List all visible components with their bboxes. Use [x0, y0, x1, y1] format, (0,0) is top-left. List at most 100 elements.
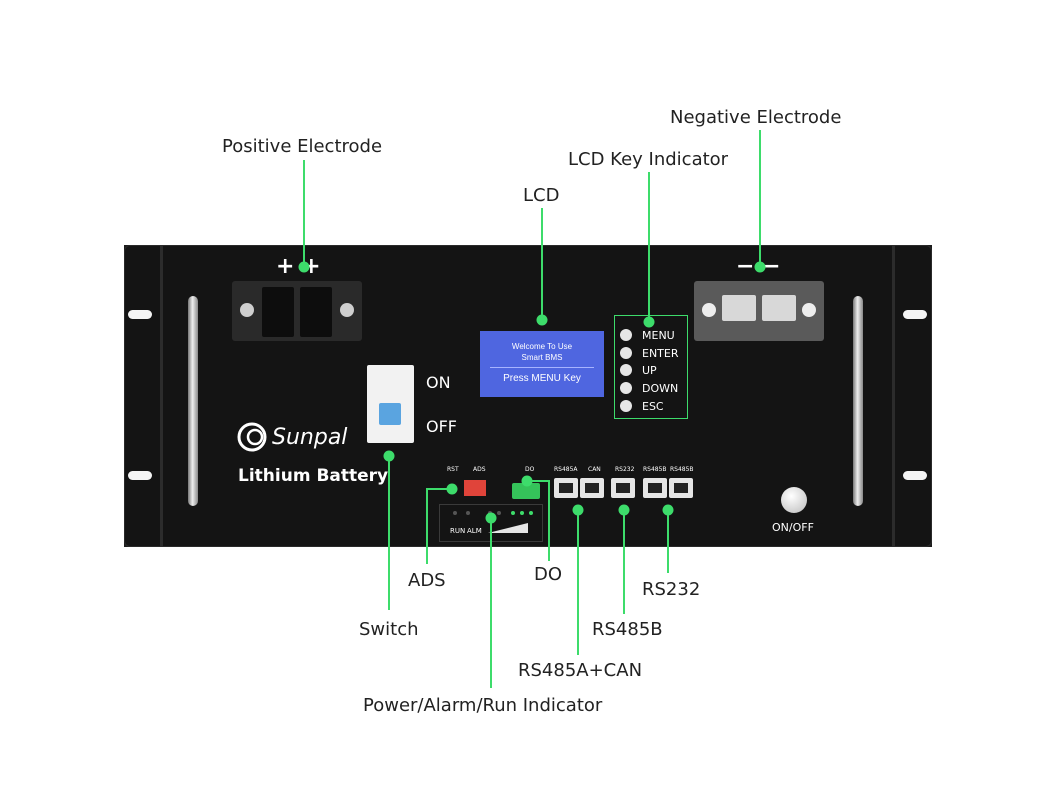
key-down-label: DOWN	[642, 381, 679, 395]
positive-terminal-post-1	[262, 287, 294, 337]
can-label: CAN	[588, 466, 601, 473]
mount-slot-left-bottom	[128, 471, 152, 480]
product-name: Lithium Battery	[238, 466, 389, 486]
right-ear-divider	[892, 245, 895, 547]
leader-ads-h	[426, 488, 452, 490]
mount-slot-left-top	[128, 310, 152, 319]
label-do: DO	[534, 564, 563, 585]
negative-bolt-left	[702, 303, 716, 317]
marker-rs485a-can	[572, 504, 584, 516]
leader-positive	[303, 160, 305, 267]
leader-rs232	[667, 510, 669, 573]
lcd-line-1: Welcome To Use	[511, 342, 573, 351]
marker-negative	[754, 261, 766, 273]
lcd-divider	[490, 367, 594, 368]
key-enter[interactable]: ENTER	[620, 345, 679, 361]
marker-rs232	[662, 504, 674, 516]
switch-off-label: OFF	[426, 417, 457, 436]
key-down[interactable]: DOWN	[620, 380, 678, 396]
positive-bolt-right	[340, 303, 354, 317]
leader-indicator	[490, 518, 492, 688]
key-esc-label: ESC	[642, 399, 664, 413]
negative-terminal-post-2	[762, 295, 796, 321]
marker-indicator	[485, 512, 497, 524]
positive-terminal-post-2	[300, 287, 332, 337]
marker-positive	[298, 261, 310, 273]
positive-bolt-left	[240, 303, 254, 317]
lcd-screen: Welcome To Use Smart BMS Press MENU Key	[480, 331, 604, 397]
right-handle[interactable]	[853, 296, 863, 506]
mount-slot-right-top	[903, 310, 927, 319]
rs485a-port[interactable]	[554, 478, 578, 498]
soc-led-2	[497, 511, 501, 515]
power-button-label: ON/OFF	[772, 521, 814, 534]
leader-rs485a-can	[577, 510, 579, 655]
leader-do-v	[548, 481, 550, 561]
label-rs485a-can: RS485A+CAN	[518, 660, 643, 681]
key-up[interactable]: UP	[620, 362, 657, 378]
lcd-key-panel	[614, 315, 688, 419]
label-indicator: Power/Alarm/Run Indicator	[363, 695, 603, 716]
key-menu[interactable]: MENU	[620, 327, 675, 343]
leader-key-indicator	[648, 172, 650, 322]
enter-button-icon	[620, 347, 632, 359]
soc-led-5	[529, 511, 533, 515]
ads-dip-switch[interactable]	[464, 480, 486, 496]
key-enter-label: ENTER	[642, 346, 679, 360]
left-ear-divider	[160, 245, 163, 547]
label-switch: Switch	[359, 619, 419, 640]
left-handle[interactable]	[188, 296, 198, 506]
leader-rs485b	[623, 510, 625, 614]
label-ads: ADS	[408, 570, 446, 591]
do-connector[interactable]	[512, 483, 540, 499]
power-button[interactable]	[781, 487, 807, 513]
soc-led-4	[520, 511, 524, 515]
rs485b-label-2: RS485B	[670, 466, 694, 473]
key-esc[interactable]: ESC	[620, 398, 664, 414]
rs232-label: RS232	[615, 466, 635, 473]
positive-sign: + +	[276, 254, 321, 279]
capacity-scale-icon	[488, 519, 528, 533]
soc-led-3	[511, 511, 515, 515]
brand-name: Sunpal	[272, 425, 348, 450]
negative-bolt-right	[802, 303, 816, 317]
rs485b-port-1[interactable]	[643, 478, 667, 498]
esc-button-icon	[620, 400, 632, 412]
leader-lcd	[541, 208, 543, 320]
lcd-line-2: Smart BMS	[521, 353, 563, 362]
label-positive-electrode: Positive Electrode	[222, 136, 383, 157]
up-button-icon	[620, 364, 632, 376]
leader-switch	[388, 456, 390, 610]
marker-key-indicator	[643, 316, 655, 328]
marker-ads	[446, 483, 458, 495]
positive-terminal[interactable]	[232, 281, 362, 341]
rs485a-label: RS485A	[554, 466, 578, 473]
do-label: DO	[525, 466, 535, 473]
rs485b-port-2[interactable]	[669, 478, 693, 498]
down-button-icon	[620, 382, 632, 394]
leader-negative	[759, 130, 761, 267]
key-menu-label: MENU	[642, 328, 675, 342]
alm-label: ALM	[467, 527, 482, 535]
label-lcd: LCD	[523, 185, 560, 206]
can-port[interactable]	[580, 478, 604, 498]
lcd-line-3: Press MENU Key	[503, 373, 581, 384]
label-rs485b: RS485B	[592, 619, 663, 640]
sunpal-logo-icon	[236, 421, 268, 453]
breaker-switch[interactable]	[367, 365, 414, 443]
label-negative-electrode: Negative Electrode	[670, 107, 842, 128]
marker-lcd	[536, 314, 548, 326]
marker-do	[521, 475, 533, 487]
negative-terminal[interactable]	[694, 281, 824, 341]
switch-on-label: ON	[426, 373, 451, 392]
run-led	[453, 511, 457, 515]
rst-label: RST	[447, 466, 459, 473]
label-lcd-key-indicator: LCD Key Indicator	[568, 149, 729, 170]
alarm-led	[466, 511, 470, 515]
negative-terminal-post-1	[722, 295, 756, 321]
label-rs232: RS232	[642, 579, 701, 600]
rs485b-label-1: RS485B	[643, 466, 667, 473]
leader-ads-v	[426, 489, 428, 564]
rs232-port[interactable]	[611, 478, 635, 498]
mount-slot-right-bottom	[903, 471, 927, 480]
